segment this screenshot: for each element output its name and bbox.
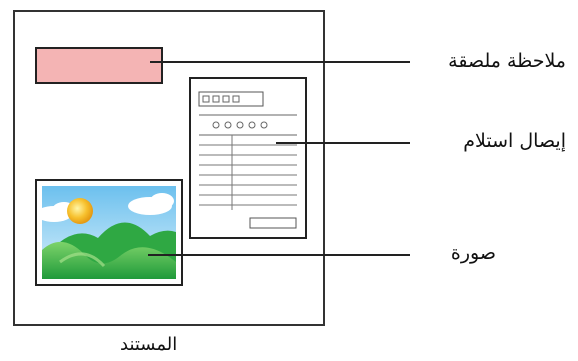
receipt-dot-5 [260,121,268,129]
receipt-box-4 [232,95,240,103]
document-label: المستند [120,334,178,355]
receipt-label: إيصال استلام [463,130,566,152]
receipt-dot-4 [248,121,256,129]
sticky-note [35,47,163,84]
receipt [189,77,307,239]
sun-icon [67,198,93,224]
receipt-box-2 [212,95,220,103]
picture-label: صورة [450,242,496,264]
hill-front [42,241,176,279]
sticky-note-label: ملاحظة ملصقة [448,50,566,72]
receipt-dot-3 [236,121,244,129]
receipt-dot-2 [224,121,232,129]
receipt-dot-1 [212,121,220,129]
receipt-box-1 [202,95,210,103]
picture [35,179,183,286]
receipt-box-3 [222,95,230,103]
